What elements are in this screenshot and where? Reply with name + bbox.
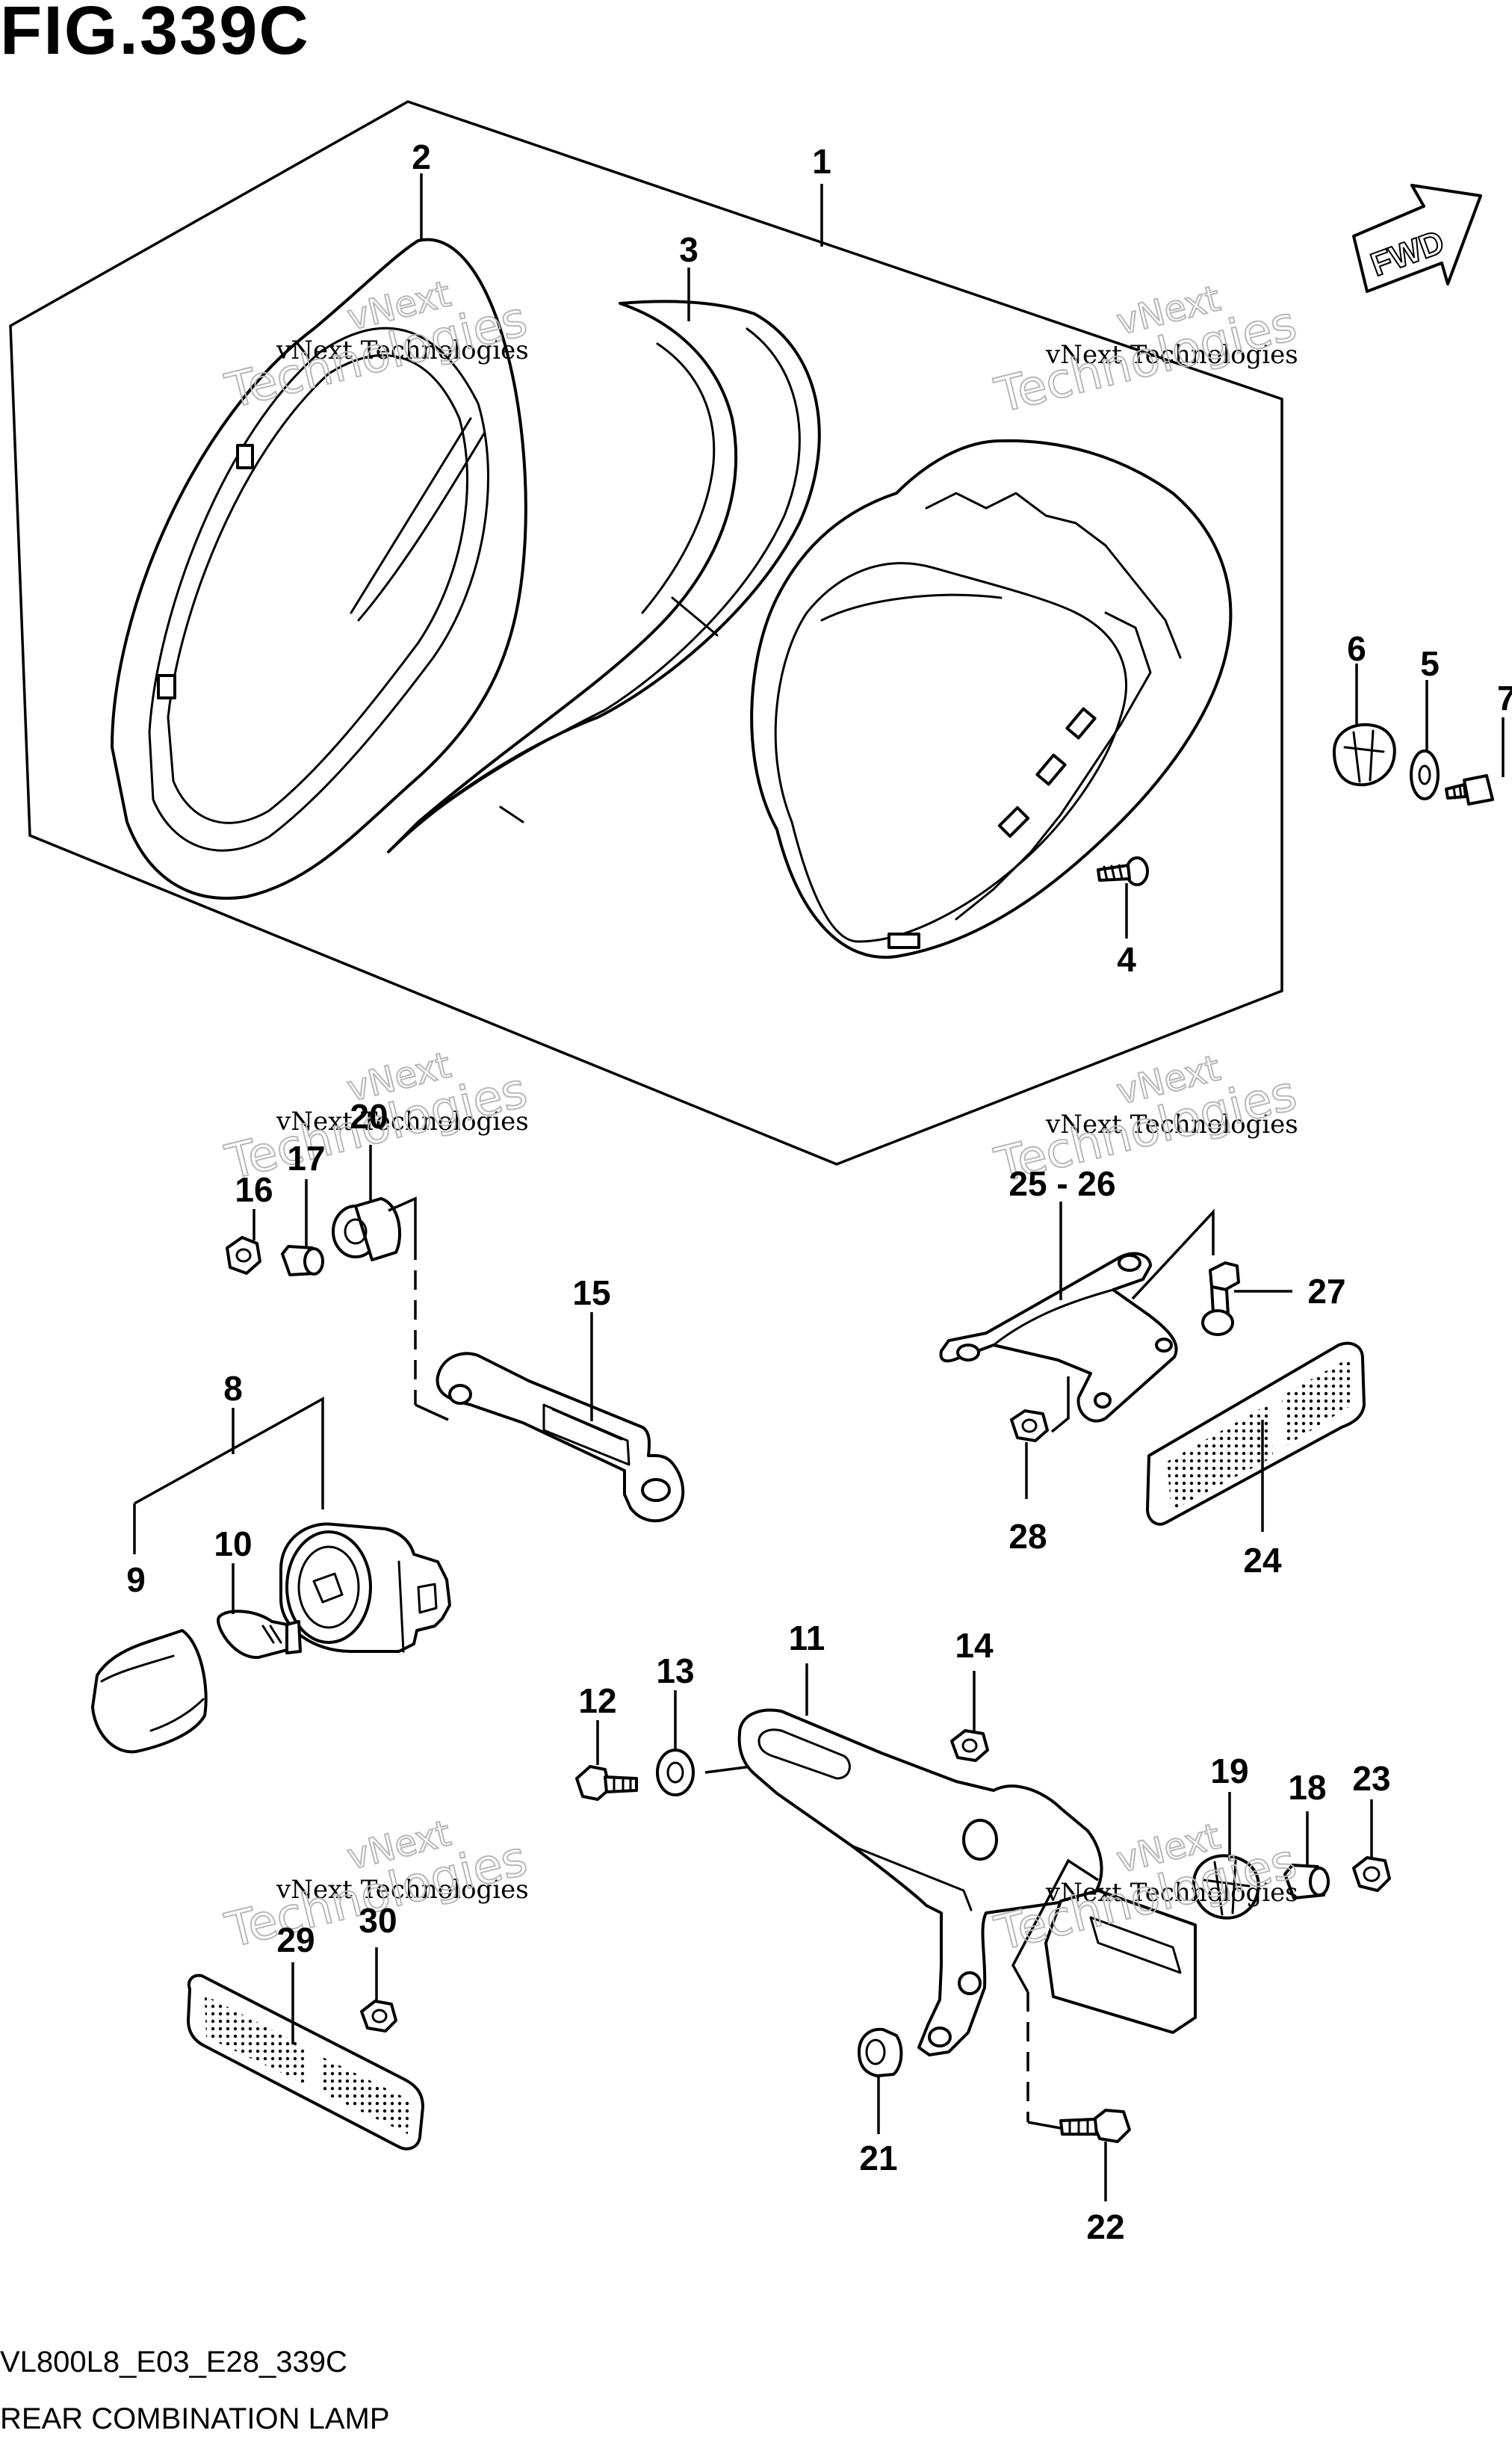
callout-6: 6 <box>1347 629 1366 668</box>
part-19-grommet <box>1192 1854 1260 1920</box>
assembly-frame <box>9 100 1283 1166</box>
leader-20c <box>415 1403 449 1421</box>
callout-22: 22 <box>1086 2207 1124 2246</box>
part-7-screw <box>1445 774 1494 806</box>
callout-25-26: 25 - 26 <box>1008 1164 1115 1203</box>
part-8-socket <box>279 1522 451 1653</box>
leader-8-bracket <box>134 1397 324 1509</box>
callout-18: 18 <box>1288 1768 1326 1807</box>
callout-28: 28 <box>1008 1517 1047 1556</box>
part-27-bolt <box>1201 1261 1240 1336</box>
part-22-bolt <box>1059 2109 1131 2143</box>
part-24-reflector <box>1146 1341 1366 1526</box>
callout-23: 23 <box>1352 1759 1390 1798</box>
callout-8: 8 <box>223 1369 243 1408</box>
callout-19: 19 <box>1210 1752 1248 1790</box>
part-18-collar <box>1283 1864 1330 1900</box>
callout-9: 9 <box>126 1560 146 1599</box>
svg-text:vNext Technologies: vNext Technologies <box>276 336 529 365</box>
part-16-nut <box>226 1236 261 1275</box>
part-11-plate <box>1044 1889 1197 2034</box>
figure-code: VL800L8_E03_E28_339C <box>0 2346 347 2378</box>
part-20-grommet <box>332 1197 402 1261</box>
part-6-grommet <box>1333 723 1396 787</box>
leader-28b <box>1050 1376 1070 1433</box>
svg-text:vNext Technologies: vNext Technologies <box>1045 340 1298 370</box>
part-29-reflector <box>187 1973 424 2151</box>
part-21-grommet <box>858 2027 903 2077</box>
fwd-arrow-icon: FWD <box>1352 184 1482 293</box>
callout-4: 4 <box>1117 940 1136 979</box>
part-13-washer <box>656 1749 695 1796</box>
svg-text:vNext Technologies: vNext Technologies <box>1045 1110 1298 1140</box>
part-28-nut <box>1010 1409 1049 1442</box>
svg-text:vNext Technologies: vNext Technologies <box>276 1107 529 1137</box>
part-2-rim <box>111 238 527 900</box>
part-11-bracket <box>737 1708 1103 2056</box>
callout-27: 27 <box>1307 1272 1345 1311</box>
callout-15: 15 <box>572 1273 610 1312</box>
leader-22c <box>1011 1858 1099 1993</box>
part-15-bracket <box>436 1352 685 1523</box>
part-10-bulb <box>217 1610 302 1660</box>
callout-1: 1 <box>812 142 831 181</box>
part-23-nut <box>1352 1856 1391 1892</box>
part-12-bolt <box>575 1765 638 1801</box>
figure-title: FIG.339C <box>0 0 310 69</box>
callout-13: 13 <box>656 1651 694 1690</box>
callout-21: 21 <box>859 2139 897 2177</box>
part-25-26-bracket <box>939 1252 1178 1423</box>
part-1-housing <box>750 439 1233 959</box>
part-17-collar <box>281 1245 324 1276</box>
leader-22b <box>1027 2121 1062 2130</box>
part-30-nut <box>360 2000 397 2033</box>
part-5-washer <box>1410 749 1440 800</box>
svg-text:vNext Technologies: vNext Technologies <box>1045 1878 1298 1908</box>
callout-3: 3 <box>679 230 698 269</box>
leader-25b <box>1131 1208 1215 1300</box>
callout-20: 20 <box>350 1097 388 1136</box>
callout-7: 7 <box>1497 679 1512 717</box>
callout-labels: 1 2 3 4 5 6 7 8 9 10 11 12 13 14 15 16 1… <box>126 137 1512 2246</box>
callout-2: 2 <box>412 137 431 176</box>
callout-24: 24 <box>1243 1541 1282 1580</box>
figure-name: REAR COMBINATION LAMP <box>0 2402 390 2435</box>
callout-14: 14 <box>955 1626 994 1665</box>
callout-12: 12 <box>578 1681 616 1720</box>
callout-17: 17 <box>287 1139 325 1178</box>
leader-20b <box>388 1196 417 1240</box>
callout-30: 30 <box>359 1901 397 1940</box>
part-4-screw <box>1097 856 1149 886</box>
part-14-nut <box>950 1729 989 1762</box>
callout-10: 10 <box>214 1524 252 1563</box>
part-9-lens <box>91 1629 208 1754</box>
callout-16: 16 <box>235 1170 273 1209</box>
callout-11: 11 <box>789 1619 825 1657</box>
svg-text:vNext Technologies: vNext Technologies <box>276 1875 529 1905</box>
part-3-gasket <box>387 300 821 853</box>
callout-5: 5 <box>1420 644 1440 683</box>
callout-29: 29 <box>276 1920 315 1959</box>
